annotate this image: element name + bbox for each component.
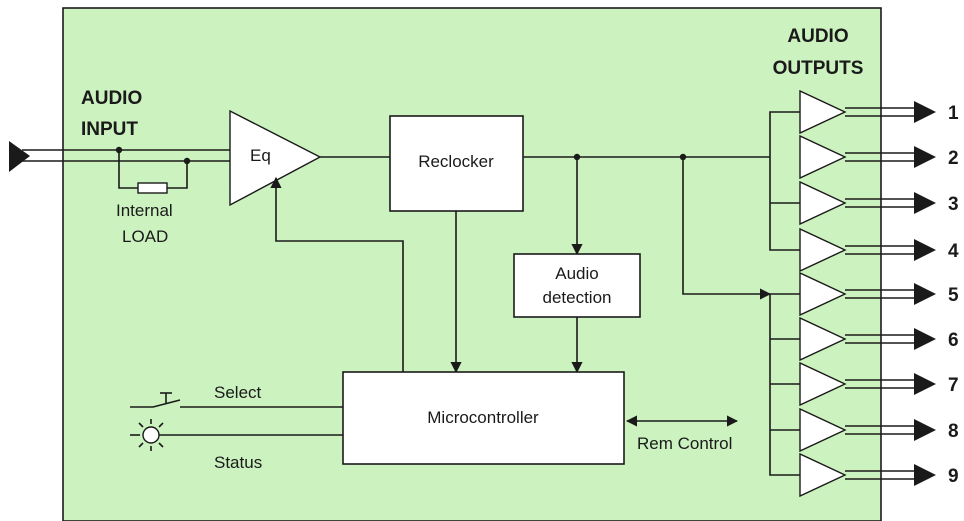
output-arrow-3 <box>914 192 936 214</box>
output-driver-9 <box>799 452 847 498</box>
audio-detection-label-line1: Audio <box>555 264 598 283</box>
audio-input-label-line1: AUDIO <box>81 88 142 109</box>
output-arrow-9 <box>914 464 936 486</box>
output-arrow-6 <box>914 328 936 350</box>
output-number-6: 6 <box>948 330 959 351</box>
output-arrow-1 <box>914 101 936 123</box>
output-number-4: 4 <box>948 241 959 262</box>
output-arrow-8 <box>914 419 936 441</box>
output-number-1: 1 <box>948 103 959 124</box>
output-driver-8 <box>799 407 847 453</box>
microcontroller-label: Microcontroller <box>427 408 539 427</box>
internal-load-resistor <box>115 146 191 194</box>
output-driver-6 <box>799 316 847 362</box>
output-number-5: 5 <box>948 285 959 306</box>
audio-outputs-label-line1: AUDIO <box>787 26 848 47</box>
output-arrow-2 <box>914 146 936 168</box>
output-drivers: 1 2 3 4 5 6 7 8 9 <box>769 89 959 498</box>
output-number-8: 8 <box>948 421 959 442</box>
audio-outputs-label-line2: OUTPUTS <box>773 58 864 79</box>
output-arrow-7 <box>914 373 936 395</box>
internal-load-label-line2: LOAD <box>122 227 168 246</box>
output-driver-3 <box>799 180 847 226</box>
internal-load-label-line1: Internal <box>116 201 173 220</box>
eq-label: Eq <box>250 146 271 165</box>
select-switch-icon <box>130 392 343 408</box>
audio-input-label-line2: INPUT <box>81 119 138 140</box>
microcontroller-block <box>342 371 625 465</box>
rem-control-label: Rem Control <box>637 434 732 453</box>
output-number-9: 9 <box>948 466 959 487</box>
input-connector <box>9 141 233 172</box>
status-label: Status <box>214 453 262 472</box>
output-driver-1 <box>799 89 847 135</box>
output-arrow-4 <box>914 239 936 261</box>
output-number-3: 3 <box>948 194 959 215</box>
audio-detection-block <box>513 253 641 318</box>
output-arrow-5 <box>914 283 936 305</box>
output-driver-5 <box>799 271 847 317</box>
status-lamp-icon <box>130 419 343 451</box>
output-driver-4 <box>799 227 847 273</box>
output-driver-7 <box>799 361 847 407</box>
reclocker-label: Reclocker <box>418 152 494 171</box>
reclocker-block <box>389 115 524 212</box>
output-number-2: 2 <box>948 148 959 169</box>
select-label: Select <box>214 383 262 402</box>
audio-detection-label-line2: detection <box>543 288 612 307</box>
output-driver-2 <box>799 134 847 180</box>
output-number-7: 7 <box>948 375 959 396</box>
